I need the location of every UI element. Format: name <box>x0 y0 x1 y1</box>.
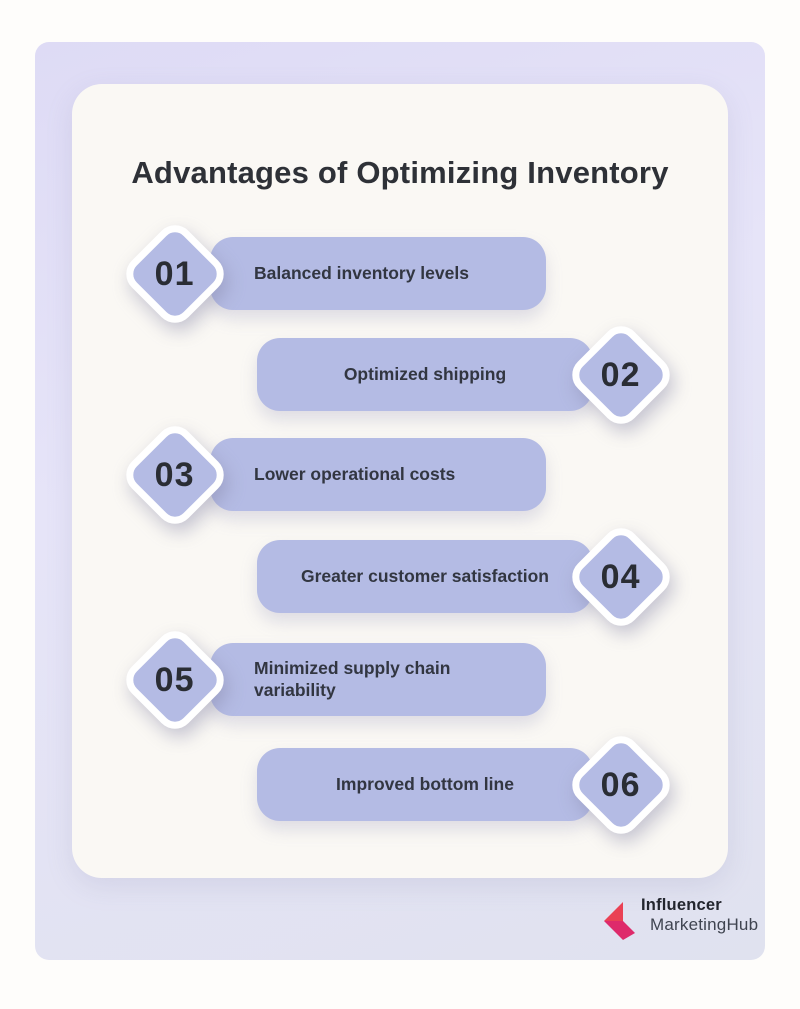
brand-name-bottom: MarketingHub <box>650 915 759 934</box>
item-number: 05 <box>155 660 195 699</box>
list-item-label: Improved bottom line <box>336 773 514 794</box>
diamond-shape: 02 <box>564 318 678 432</box>
list-item-label: Minimized supply chain variability <box>254 657 451 700</box>
list-item-number-badge-2: 02 <box>564 318 678 432</box>
list-item-number-badge-5: 05 <box>118 623 232 737</box>
diamond-shape: 04 <box>564 520 678 634</box>
page-title: Advantages of Optimizing Inventory <box>131 154 669 190</box>
item-number: 04 <box>601 557 641 596</box>
diamond-shape: 06 <box>564 728 678 842</box>
influencer-marketinghub-arrow-icon <box>604 902 635 940</box>
item-number: 01 <box>155 254 195 293</box>
list-item-label: Greater customer satisfaction <box>300 565 549 586</box>
list-item-bar-1: Balanced inventory levels <box>210 237 546 310</box>
diamond-shape: 03 <box>118 418 232 532</box>
brand-logo-text: Influencer MarketingHub <box>641 896 758 935</box>
diamond-shape: 01 <box>118 217 232 331</box>
list-item-bar-3: Lower operational costs <box>210 438 546 511</box>
list-item-number-badge-1: 01 <box>118 217 232 331</box>
list-item-number-badge-4: 04 <box>564 520 678 634</box>
list-item-bar-6: Improved bottom line <box>257 748 593 821</box>
list-item-number-badge-6: 06 <box>564 728 678 842</box>
item-number: 03 <box>155 455 195 494</box>
list-item-label: Optimized shipping <box>343 363 507 384</box>
list-item-bar-2: Optimized shipping <box>257 338 593 411</box>
item-number: 02 <box>601 355 641 394</box>
list-item-bar-5: Minimized supply chain variability <box>210 643 546 716</box>
diamond-shape: 05 <box>118 623 232 737</box>
brand-name-top: Influencer <box>641 896 722 914</box>
list-item-label: Lower operational costs <box>254 463 456 484</box>
item-number: 06 <box>601 765 641 804</box>
list-item-number-badge-3: 03 <box>118 418 232 532</box>
list-item-bar-4: Greater customer satisfaction <box>257 540 593 613</box>
brand-logo: Influencer MarketingHub <box>602 896 758 942</box>
list-item-label: Balanced inventory levels <box>254 262 469 283</box>
